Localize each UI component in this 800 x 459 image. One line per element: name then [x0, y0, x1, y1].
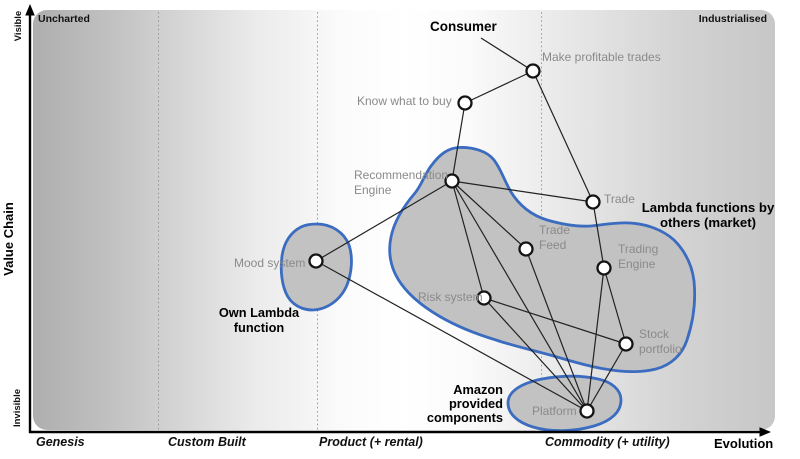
amazon-components-label: Amazon provided components — [426, 382, 503, 425]
stage-genesis-label: Genesis — [36, 435, 85, 449]
node-label-mood-system: Mood system — [234, 256, 306, 270]
edge-risk-system--stock-portfolio — [483, 297, 627, 345]
edge-mood-system--platform — [315, 260, 588, 412]
node-recommendation-engine — [444, 173, 460, 189]
node-risk-system — [476, 290, 492, 306]
edge-consumer--make-profitable-trades — [480, 37, 534, 72]
edge-stock-portfolio--platform — [586, 343, 627, 412]
node-label-trade: Trade — [604, 192, 635, 206]
axes — [28, 13, 761, 434]
node-trade-feed — [518, 241, 534, 257]
nodes-layer — [308, 63, 634, 419]
value-chain-label: Value Chain — [1, 202, 16, 276]
edge-recommendation-engine--mood-system — [315, 180, 453, 262]
edge-know-what-to-buy--make-profitable-trades — [464, 70, 534, 104]
edge-make-profitable-trades--trade — [532, 70, 594, 203]
stage-product-label: Product (+ rental) — [319, 435, 423, 449]
edge-trade--trading-engine — [592, 201, 605, 269]
node-trading-engine — [596, 260, 612, 276]
stage-custom-built-label: Custom Built — [168, 435, 246, 449]
industrialised-label: Industrialised — [698, 13, 767, 25]
node-platform — [579, 403, 595, 419]
own-lambda-label: Own Lambda function — [218, 305, 300, 335]
evolution-label: Evolution — [714, 436, 774, 451]
edges-layer — [315, 37, 627, 412]
node-label-platform: Platform — [532, 404, 577, 418]
node-make-profitable-trades — [525, 63, 541, 79]
amazon-blob — [506, 374, 623, 433]
node-trade — [585, 194, 601, 210]
node-label-stock-portfolio: Stock portfolio — [639, 327, 682, 356]
edge-trading-engine--stock-portfolio — [603, 267, 627, 345]
node-label-know-what-to-buy: Know what to buy — [357, 94, 452, 108]
node-label-consumer: Consumer — [430, 19, 497, 34]
node-stock-portfolio — [618, 336, 634, 352]
node-label-trading-engine: Trading Engine — [618, 242, 659, 271]
edge-recommendation-engine--trade-feed — [451, 180, 527, 250]
edge-recommendation-engine--platform — [451, 180, 588, 412]
edge-recommendation-engine--trade — [451, 180, 594, 203]
node-know-what-to-buy — [457, 95, 473, 111]
edge-trade-feed--platform — [525, 248, 588, 412]
edge-risk-system--platform — [483, 297, 588, 412]
uncharted-label: Uncharted — [38, 13, 90, 25]
edge-trading-engine--platform — [586, 267, 605, 412]
edge-know-what-to-buy--recommendation-engine — [451, 102, 466, 182]
x-axis-arrow-icon — [759, 427, 771, 437]
market-lambda-label: Lambda functions by others (market) — [641, 200, 775, 230]
visible-label: Visible — [13, 10, 24, 42]
node-label-risk-system: Risk system — [418, 290, 483, 304]
node-label-make-profitable-trades: Make profitable trades — [542, 50, 661, 64]
edge-recommendation-engine--risk-system — [451, 180, 485, 299]
y-axis-arrow-icon — [25, 4, 35, 16]
stage-commodity-label: Commodity (+ utility) — [545, 435, 670, 449]
invisible-label: Invisible — [12, 389, 23, 428]
node-label-recommendation-engine: Recommendation Engine — [354, 168, 449, 197]
node-label-trade-feed: Trade Feed — [539, 223, 570, 252]
node-mood-system — [308, 253, 324, 269]
